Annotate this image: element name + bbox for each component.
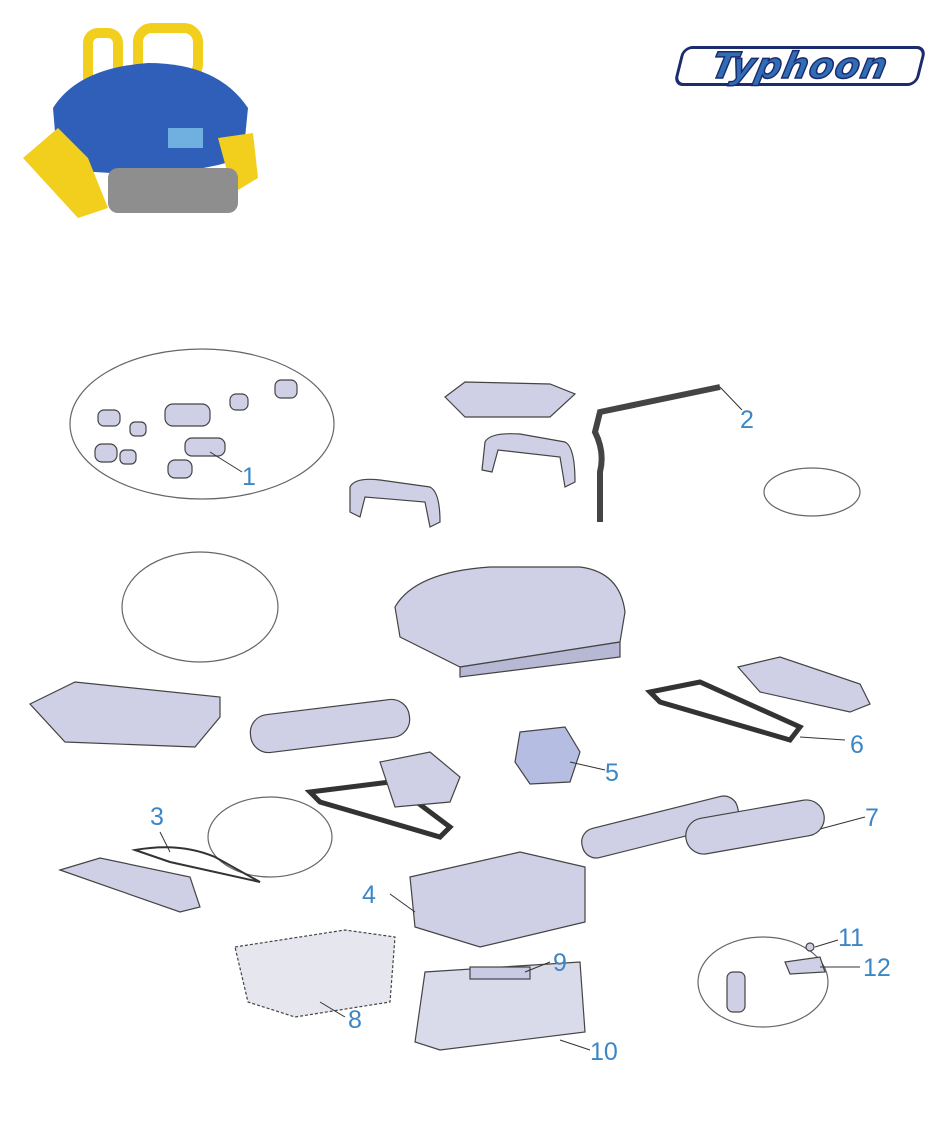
part-top-cover xyxy=(444,381,577,418)
typhoon-logo: Typhoon xyxy=(673,42,927,90)
part-side-plate-left xyxy=(58,857,201,913)
part-body xyxy=(394,566,626,668)
part-4-filter-housing xyxy=(409,851,586,948)
part-2-cable xyxy=(591,384,721,522)
callout-10: 10 xyxy=(590,1038,618,1066)
callout-5: 5 xyxy=(605,759,619,787)
detail-circle-impeller xyxy=(697,936,829,1028)
leader-lines xyxy=(159,386,866,1051)
part-filter-lid xyxy=(29,681,221,748)
part-side-plate-right xyxy=(736,656,871,713)
callout-6: 6 xyxy=(850,731,864,759)
part-track-left xyxy=(304,779,454,840)
callout-3: 3 xyxy=(150,803,164,831)
part-roller-front xyxy=(581,795,739,859)
part-3-belt xyxy=(131,846,261,883)
callout-9: 9 xyxy=(553,949,567,977)
callout-11: 11 xyxy=(838,924,864,952)
part-8-filter-basket xyxy=(234,929,396,1018)
callout-2: 2 xyxy=(740,406,754,434)
exploded-parts-diagram: 1 2 3 4 5 6 7 8 9 10 11 12 xyxy=(20,322,930,1082)
parts-drawing xyxy=(29,348,871,1051)
callout-4: 4 xyxy=(362,881,376,909)
part-12-impeller xyxy=(784,956,826,975)
part-impeller-shaft xyxy=(726,971,746,1013)
logo-text: Typhoon xyxy=(707,45,893,88)
part-handle-left xyxy=(349,478,441,528)
product-image xyxy=(23,23,258,218)
part-7-roller-sleeve xyxy=(685,799,825,855)
part-9-clip xyxy=(469,966,531,980)
part-10-filter-frame xyxy=(414,961,586,1051)
part-handle-right xyxy=(481,433,576,488)
callout-1: 1 xyxy=(242,463,256,491)
part-1-bearings xyxy=(94,379,298,479)
part-6-track xyxy=(644,679,804,743)
part-11-screw xyxy=(805,942,815,952)
callout-8: 8 xyxy=(348,1006,362,1034)
part-pump-motor xyxy=(379,751,461,808)
detail-circle-bearings xyxy=(207,796,333,878)
part-roller-left xyxy=(249,698,411,754)
callout-12: 12 xyxy=(863,954,891,982)
detail-circle-1 xyxy=(69,348,335,500)
detail-circle-clip xyxy=(121,551,279,663)
part-5-motor xyxy=(514,726,581,785)
callout-7: 7 xyxy=(865,804,879,832)
detail-circle-cable xyxy=(763,467,861,517)
